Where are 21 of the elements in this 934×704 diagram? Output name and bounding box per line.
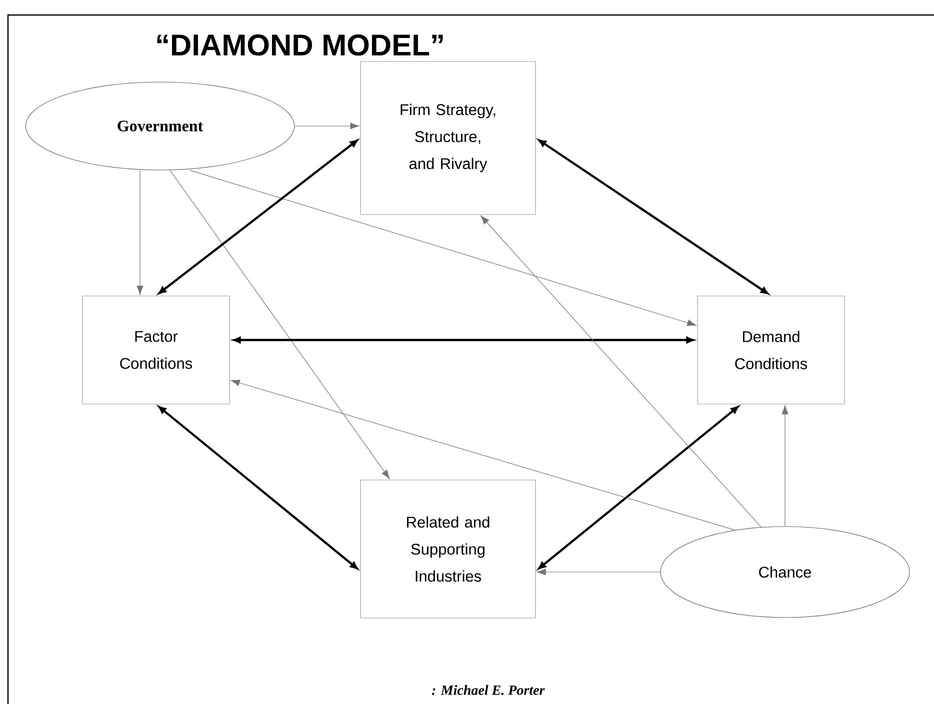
arrow [136, 170, 144, 295]
title: “DIAMOND MODEL” [157, 34, 443, 56]
arrow [233, 336, 694, 344]
arrow [480, 215, 762, 528]
arrow [538, 140, 768, 294]
arrow [230, 380, 736, 530]
process-box: Demand Conditions [697, 296, 845, 404]
arrow [190, 170, 696, 326]
arrow [170, 170, 390, 479]
process-box: Related and Supporting Industries [360, 480, 536, 618]
process-box: Factor Conditions [82, 296, 230, 404]
arrow [782, 405, 788, 526]
arrow [158, 140, 358, 294]
arrow [294, 122, 360, 130]
ellipse-node: Government [25, 82, 295, 170]
arrow [536, 568, 661, 576]
caption: : Michael E. Porter [432, 685, 545, 695]
arrow [158, 406, 358, 570]
process-box: Firm Strategy, Structure, and Rivalry [360, 61, 536, 215]
ellipse-node: Chance [660, 526, 910, 618]
arrow [538, 406, 738, 570]
